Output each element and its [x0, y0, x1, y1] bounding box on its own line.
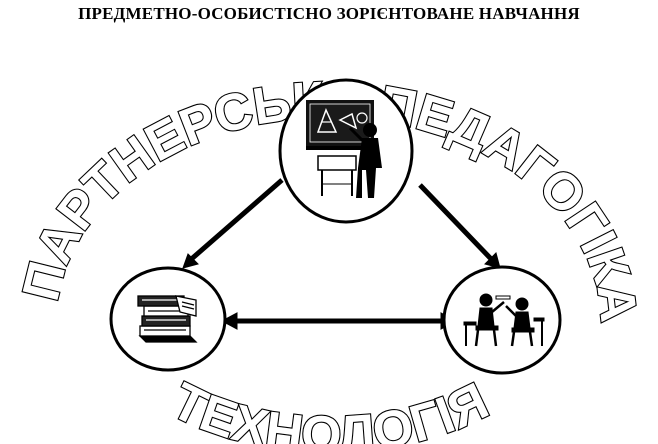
ring-text-bottom: ТЕХНОЛОГІЯ: [163, 372, 497, 444]
node-teacher: [278, 78, 414, 224]
arrow-teacher-to-students-head: [484, 252, 501, 269]
node-books: [109, 266, 227, 372]
ring-text-bottom-path: ТЕХНОЛОГІЯ: [162, 371, 499, 444]
teacher-at-blackboard-icon: [306, 100, 382, 198]
students-at-desks-icon: [463, 293, 545, 347]
diagram-title: ПРЕДМЕТНО-ОСОБИСТІСНО ЗОРІЄНТОВАНЕ НАВЧА…: [78, 4, 580, 23]
stack-of-books-icon: [137, 295, 198, 343]
arrow-teacher-to-books: [186, 178, 284, 264]
node-students: [442, 265, 562, 375]
arrow-teacher-to-students: [418, 183, 496, 264]
arrow-teacher-to-books-head: [182, 253, 199, 269]
arrow-books-students-head-left: [220, 312, 238, 330]
